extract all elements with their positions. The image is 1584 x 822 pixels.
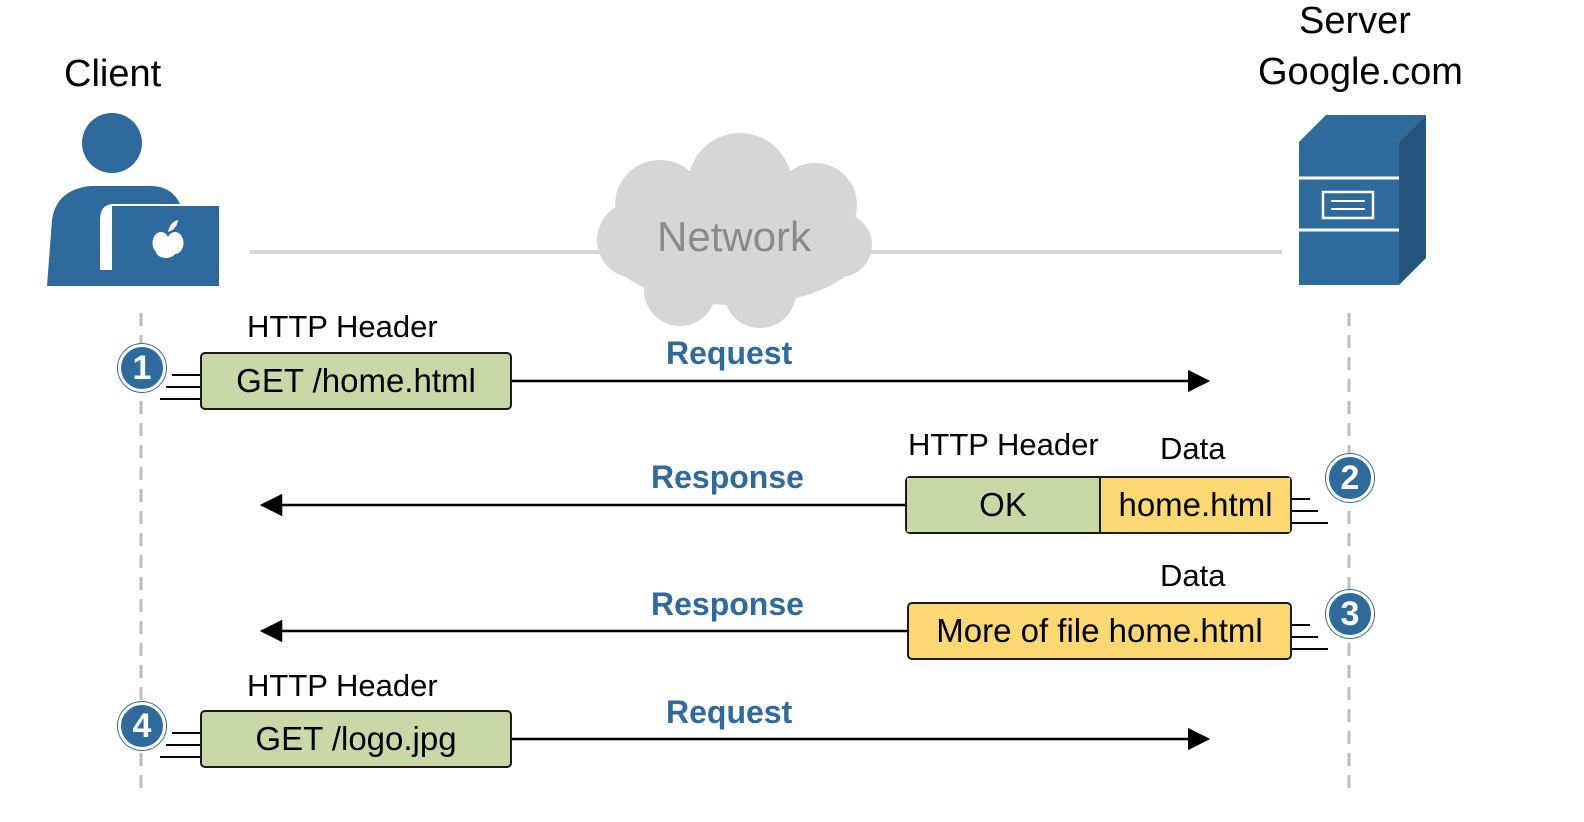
- response-data-box-3: More of file home.html: [907, 602, 1292, 660]
- request-header-box-1: GET /home.html: [200, 352, 512, 410]
- step-badge-3: 3: [1326, 590, 1374, 638]
- step-badge-2: 2: [1326, 454, 1374, 502]
- request-label-1: Request: [666, 335, 793, 371]
- motion-lines-2: [1291, 498, 1328, 524]
- server-icon: [1299, 115, 1426, 285]
- http-header-label-1: HTTP Header: [247, 309, 438, 344]
- request-header-box-4: GET /logo.jpg: [200, 710, 512, 768]
- person-with-laptop-icon: [47, 113, 219, 286]
- response-box-2: OK home.html: [905, 476, 1292, 534]
- http-header-label-2: HTTP Header: [908, 427, 1099, 462]
- motion-lines-4: [160, 732, 200, 758]
- motion-lines-1: [160, 374, 200, 400]
- server-domain-label: Google.com: [1258, 51, 1463, 93]
- server-label: Server: [1299, 0, 1411, 42]
- apple-logo-icon: [152, 220, 184, 258]
- step-badge-4: 4: [118, 702, 166, 750]
- cloud-icon: [597, 133, 872, 328]
- network-label: Network: [657, 213, 812, 260]
- response-header-ok: OK: [907, 478, 1101, 532]
- motion-lines-3: [1291, 624, 1328, 650]
- client-label: Client: [64, 53, 162, 95]
- data-label-3: Data: [1160, 558, 1226, 593]
- response-label-3: Response: [651, 586, 804, 622]
- response-data-home: home.html: [1101, 478, 1290, 532]
- data-label-2: Data: [1160, 431, 1226, 466]
- http-header-label-4: HTTP Header: [247, 668, 438, 703]
- request-label-4: Request: [666, 694, 793, 730]
- response-label-2: Response: [651, 459, 804, 495]
- step-badge-1: 1: [118, 344, 166, 392]
